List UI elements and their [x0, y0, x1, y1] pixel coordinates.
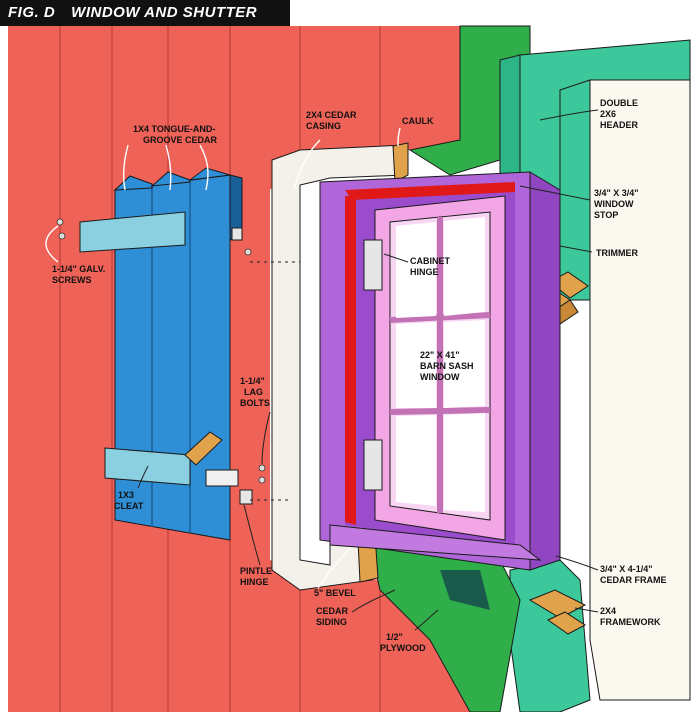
label-cedar-frame: 3/4" X 4-1/4" CEDAR FRAME: [600, 564, 667, 585]
frame-side: [529, 171, 561, 571]
label-tongue-groove-line-1: 1X4 TONGUE-AND-: [133, 124, 215, 134]
label-plywood-line-2: PLYWOOD: [380, 643, 426, 653]
label-cedar-siding-line-1: CEDAR: [316, 606, 349, 616]
pintle-hinge-plate: [205, 469, 239, 487]
framework-end-2: [547, 611, 586, 635]
cabinet-hinge-bottom: [363, 439, 383, 491]
label-double-header-line-3: HEADER: [600, 120, 639, 130]
window-stop: [345, 182, 515, 525]
label-galv-screws-line-1: 1-1/4" GALV.: [52, 264, 105, 274]
galv-screw-2: [58, 232, 66, 240]
label-cedar-siding: CEDAR SIDING: [316, 606, 351, 627]
label-plywood: 1/2" PLYWOOD: [380, 632, 426, 653]
callout-labels: 1X4 TONGUE-AND- GROOVE CEDAR 1-1/4" GALV…: [52, 98, 667, 653]
label-tongue-groove-line-2: GROOVE CEDAR: [143, 135, 218, 145]
window-stop-top: [345, 182, 515, 200]
label-window-stop-line-2: WINDOW: [594, 199, 634, 209]
window-stop-left: [345, 196, 356, 525]
figure-label: FIG. D: [8, 4, 56, 21]
label-framework: 2X4 FRAMEWORK: [600, 606, 661, 627]
label-double-header-line-1: DOUBLE: [600, 98, 638, 108]
cleat-cut-end: [184, 431, 223, 466]
cabinet-hinge-top: [363, 239, 383, 291]
galv-screw-1: [56, 218, 64, 226]
label-cedar-frame-line-2: CEDAR FRAME: [600, 575, 667, 585]
label-barn-sash: 22" X 41" BARN SASH WINDOW: [420, 350, 476, 382]
label-double-header-line-2: 2X6: [600, 109, 616, 119]
label-cabinet-hinge-line-2: HINGE: [410, 267, 439, 277]
label-cleat: 1X3 CLEAT: [114, 490, 144, 511]
label-cedar-siding-line-2: SIDING: [316, 617, 347, 627]
sash-muntins: [389, 217, 491, 513]
label-bevel: 5" BEVEL: [314, 588, 356, 598]
label-caulk: CAULK: [402, 116, 434, 126]
shutter-upper-cleat: [79, 211, 186, 253]
label-cedar-casing-line-2: CASING: [306, 121, 341, 131]
lag-bolt-2: [258, 476, 266, 484]
barn-sash-window: [329, 195, 542, 561]
sill: [329, 524, 542, 561]
shutter-latch: [231, 227, 243, 241]
label-double-header: DOUBLE 2X6 HEADER: [600, 98, 641, 130]
label-trimmer: TRIMMER: [596, 248, 638, 258]
label-cedar-frame-line-1: 3/4" X 4-1/4": [600, 564, 653, 574]
label-lag-bolts: 1-1/4" LAG BOLTS: [240, 376, 270, 408]
label-tongue-groove: 1X4 TONGUE-AND- GROOVE CEDAR: [133, 124, 218, 145]
label-cedar-casing-line-1: 2X4 CEDAR: [306, 110, 357, 120]
label-pintle-hinge: PINTLE HINGE: [240, 566, 275, 587]
label-pintle-hinge-line-2: HINGE: [240, 577, 269, 587]
label-trimmer-line-1: TRIMMER: [596, 248, 638, 258]
sill-opening: [440, 570, 490, 610]
lag-bolt-1: [258, 464, 266, 472]
label-cabinet-hinge-line-1: CABINET: [410, 256, 451, 266]
label-cedar-casing: 2X4 CEDAR CASING: [306, 110, 359, 131]
label-cleat-line-2: CLEAT: [114, 501, 144, 511]
lag-bolt-top: [244, 248, 252, 256]
label-cleat-line-1: 1X3: [118, 490, 134, 500]
label-caulk-line-1: CAULK: [402, 116, 434, 126]
label-pintle-hinge-line-1: PINTLE: [240, 566, 272, 576]
label-lag-bolts-line-1: 1-1/4": [240, 376, 265, 386]
label-lag-bolts-line-2: LAG: [244, 387, 263, 397]
label-window-stop-line-1: 3/4" X 3/4": [594, 188, 639, 198]
screws: [56, 218, 266, 484]
label-bevel-line-1: 5" BEVEL: [314, 588, 356, 598]
leader-lines: [45, 109, 599, 631]
casing-end-top: [392, 142, 409, 183]
lower-framework: [509, 559, 591, 712]
label-barn-sash-line-2: BARN SASH: [420, 361, 474, 371]
label-window-stop: 3/4" X 3/4" WINDOW STOP: [594, 188, 641, 220]
shutter: [79, 167, 253, 541]
cabinet-hinges: [363, 239, 383, 491]
pintle-hinge-pin: [239, 489, 253, 505]
framework-end: [528, 589, 587, 619]
label-framework-line-1: 2X4: [600, 606, 616, 616]
glass-panes: [396, 217, 485, 512]
label-barn-sash-line-3: WINDOW: [420, 372, 460, 382]
interior-wall: [589, 79, 691, 701]
label-galv-screws-line-2: SCREWS: [52, 275, 92, 285]
label-window-stop-line-3: STOP: [594, 210, 618, 220]
casing: [271, 142, 409, 591]
label-barn-sash-line-1: 22" X 41": [420, 350, 460, 360]
label-galv-screws: 1-1/4" GALV. SCREWS: [52, 264, 108, 285]
shutter-board-top-3: [188, 167, 231, 181]
label-lag-bolts-line-3: BOLTS: [240, 398, 270, 408]
label-plywood-line-1: 1/2": [386, 632, 403, 642]
label-cabinet-hinge: CABINET HINGE: [410, 256, 453, 277]
label-framework-line-2: FRAMEWORK: [600, 617, 661, 627]
